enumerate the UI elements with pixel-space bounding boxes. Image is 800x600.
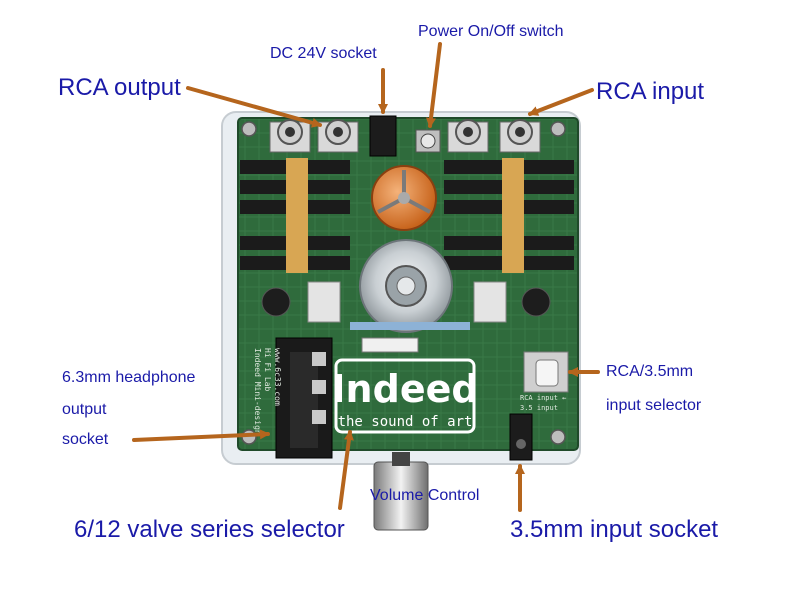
board-side-text: Indeed Mini-design Hi Fi Lab www.6c33.co…: [253, 348, 282, 435]
small-components: [261, 281, 551, 353]
arrow-rca-input: [528, 88, 594, 116]
arrow-power-switch: [426, 42, 442, 128]
label-power-switch: Power On/Off switch: [418, 23, 564, 40]
arrow-headphone-socket: [132, 429, 270, 442]
selector-text-2: 3.5 input: [520, 404, 558, 412]
rca-output-jacks: [269, 119, 359, 153]
label-input-socket: 3.5mm input socket: [510, 516, 719, 543]
label-volume-control: Volume Control: [370, 487, 480, 504]
volume-knob: [373, 452, 429, 531]
dc-socket: [369, 115, 397, 157]
logo-tagline: the sound of art: [338, 414, 473, 430]
label-rca-output: RCA output: [58, 74, 181, 101]
mini-jack-socket: [509, 413, 533, 461]
vacuum-tube: [359, 239, 453, 333]
arrow-valve-selector: [338, 430, 354, 510]
label-headphone-line3: socket: [62, 431, 109, 448]
board-side-line-1: Indeed Mini-design: [253, 348, 262, 435]
power-switch: [415, 129, 441, 153]
heatsinks: [240, 158, 574, 273]
label-selector-line1: RCA/3.5mm: [606, 363, 694, 380]
label-selector-line2: input selector: [606, 397, 702, 414]
label-headphone-line1: 6.3mm headphone: [62, 369, 196, 386]
arrow-rca-output: [186, 86, 322, 128]
label-valve-selector: 6/12 valve series selector: [74, 516, 345, 543]
input-selector-switch: RCA input ← 3.5 input: [520, 351, 569, 412]
indeed-logo: Indeed the sound of art: [331, 358, 479, 434]
callout-arrows: [132, 42, 600, 512]
headphone-socket: [275, 337, 333, 459]
logo-brand: Indeed: [331, 367, 478, 411]
rca-input-jacks: [447, 119, 541, 153]
selector-text-1: RCA input ←: [520, 394, 566, 402]
main-capacitor: [371, 165, 437, 231]
label-dc-socket: DC 24V socket: [270, 45, 377, 62]
board-side-line-2: Hi Fi Lab: [263, 348, 272, 392]
label-rca-input: RCA input: [596, 78, 705, 105]
label-headphone-line2: output: [62, 401, 107, 418]
board-side-line-3: www.6c33.com: [273, 348, 282, 406]
